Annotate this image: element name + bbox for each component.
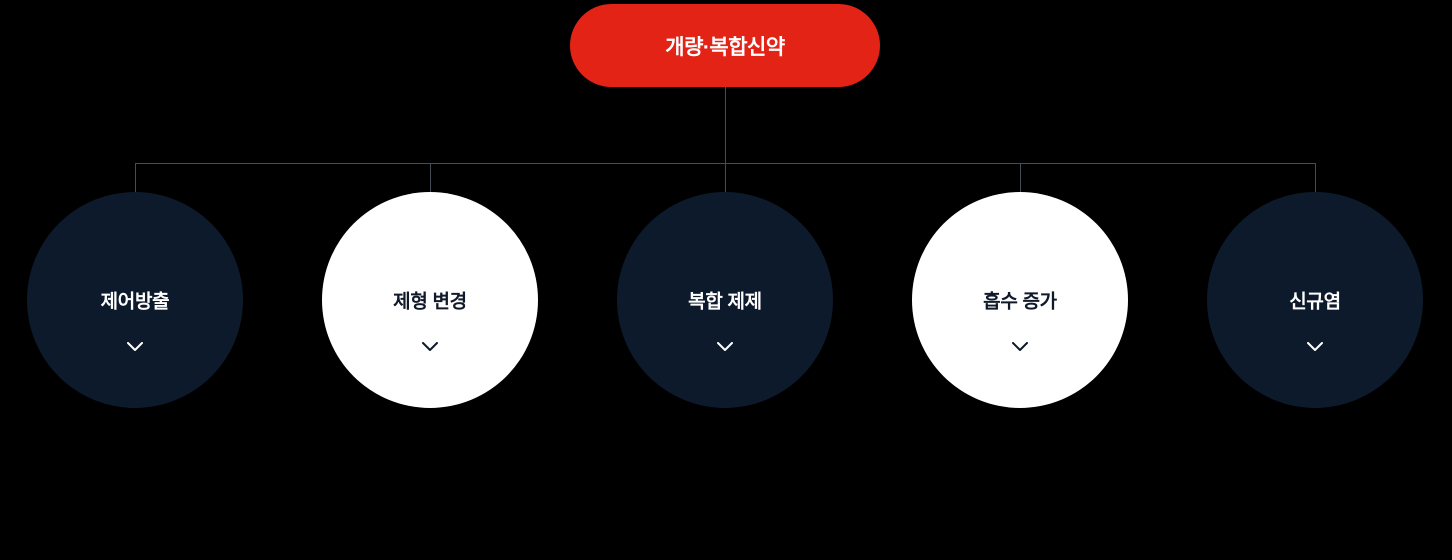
node-label: 흡수 증가	[983, 291, 1057, 313]
node-controlled-release[interactable]: 제어방출	[27, 192, 243, 408]
node-label: 신규염	[1289, 291, 1341, 313]
connector-drop-3	[725, 163, 726, 195]
connector-drop-4	[1020, 163, 1021, 195]
node-label: 제어방출	[100, 291, 170, 313]
chevron-down-icon	[717, 342, 733, 351]
chevron-down-icon	[1012, 342, 1028, 351]
connector-drop-5	[1315, 163, 1316, 195]
node-formulation-change[interactable]: 제형 변경	[322, 192, 538, 408]
node-label: 제형 변경	[393, 291, 467, 313]
chevron-down-icon	[127, 342, 143, 351]
chevron-down-icon	[1307, 342, 1323, 351]
node-combination-preparation[interactable]: 복합 제제	[617, 192, 833, 408]
node-new-salt[interactable]: 신규염	[1207, 192, 1423, 408]
node-absorption-increase[interactable]: 흡수 증가	[912, 192, 1128, 408]
root-node: 개량·복합신약	[570, 4, 880, 87]
connector-drop-1	[135, 163, 136, 195]
connector-root-drop	[725, 87, 726, 163]
chevron-down-icon	[422, 342, 438, 351]
connector-drop-2	[430, 163, 431, 195]
node-label: 복합 제제	[688, 291, 762, 313]
root-node-label: 개량·복합신약	[665, 35, 785, 59]
